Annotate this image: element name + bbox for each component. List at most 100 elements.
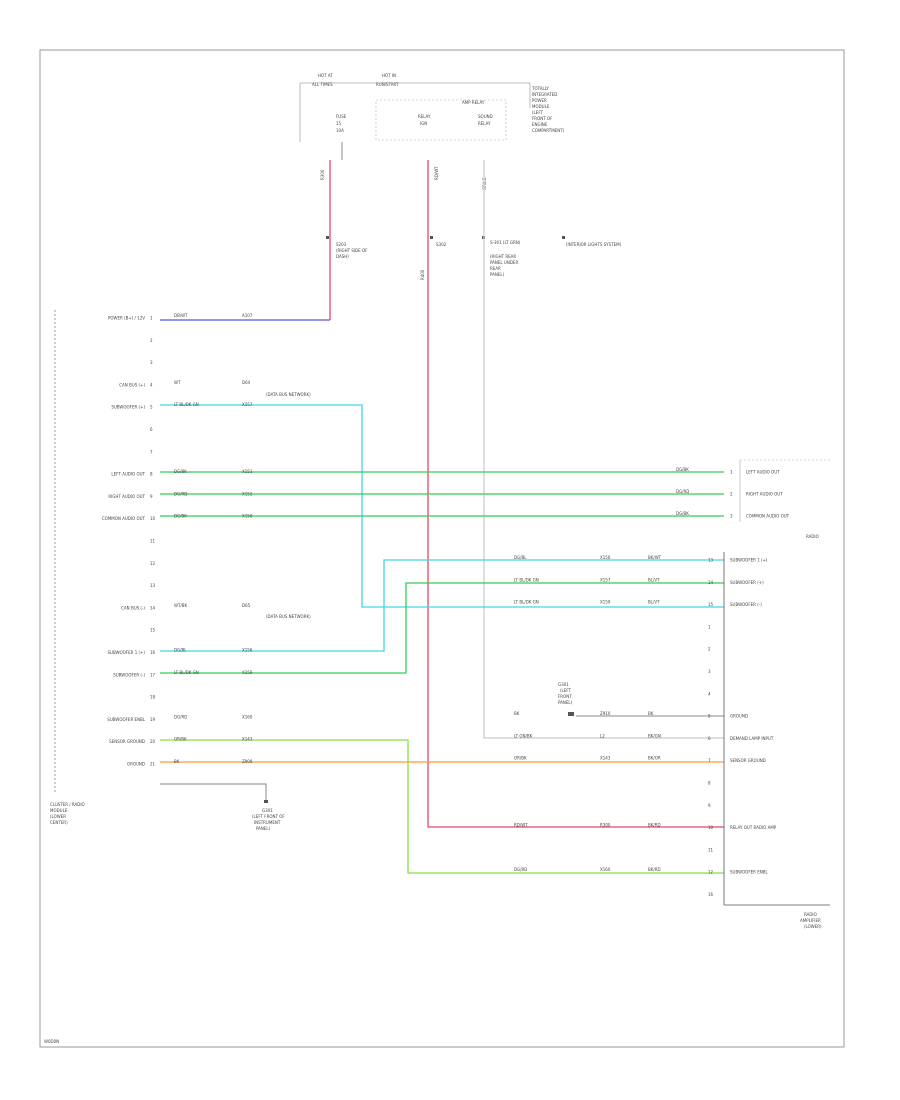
right-ground-label: (LEFT	[560, 688, 572, 693]
left-pin-code: DG/BK	[174, 514, 187, 519]
junction-title-line: (LEFT	[532, 110, 544, 115]
left-pin-label: SUBWOOFER ENBL	[107, 717, 145, 722]
right-pin-dest: BK/RD	[648, 823, 661, 828]
left-pin-number: 6	[150, 427, 153, 432]
left-pin-label: SENSOR GROUND	[109, 739, 145, 744]
wire-subwoofer-minus	[160, 582, 724, 674]
left-pin-code: DG/BK	[174, 469, 187, 474]
left-pin-code: DB/WT	[174, 313, 188, 318]
left-pin-row: 13	[150, 583, 156, 588]
left-pin-number: 3	[150, 360, 153, 365]
left-pin-code: DG/RD	[174, 714, 187, 719]
left-pin-number: 20	[150, 739, 156, 744]
left-pin-circuit: X152	[242, 491, 253, 496]
left-pin-label: GROUND	[127, 762, 145, 767]
right-pin-number: 3	[708, 669, 711, 674]
right-top-pin-number: 1	[730, 470, 733, 475]
wire-code: R300	[320, 169, 325, 180]
splice-label: (RIGHT REAR	[490, 254, 516, 259]
right-ground-label: G301	[558, 682, 569, 687]
wire-subwoofer-1	[160, 559, 724, 652]
right-module-title: RADIO	[804, 912, 817, 917]
right-pin-row: 11	[708, 847, 714, 852]
bus-note: (DATA BUS NETWORK)	[266, 392, 311, 397]
right-pin-circuit: X159	[600, 600, 611, 605]
right-pin-number: 2	[708, 647, 711, 652]
splice-label: (RIGHT SIDE OF	[336, 248, 368, 253]
right-pin-dest: BK/OR	[648, 756, 661, 761]
right-pin-code: LT BL/DK GN	[514, 577, 539, 582]
left-pin-label: COMMON AUDIO OUT	[102, 516, 146, 521]
left-pin-number: 16	[150, 650, 156, 655]
right-top-pin-label: LEFT AUDIO OUT	[746, 470, 780, 475]
top-junction-block: HOT AT ALL TIMES HOT IN RUN/START FUSE 1…	[299, 73, 622, 280]
right-top-pin-label: RIGHT AUDIO OUT	[746, 492, 783, 497]
left-pin-number: 14	[150, 605, 156, 610]
wire-relay-out-red	[427, 160, 724, 828]
right-pin-number: 11	[708, 847, 714, 852]
junction-title-line: POWER	[532, 98, 547, 103]
left-pin-label: CAN BUS (-)	[121, 605, 145, 610]
left-pin-number: 15	[150, 628, 156, 633]
left-pin-circuit: D64	[242, 380, 251, 385]
right-pin-row: 2	[708, 647, 711, 652]
right-pin-number: 16	[708, 892, 714, 897]
left-pin-circuit: X157	[242, 402, 253, 407]
splice-marker-icon	[430, 236, 433, 239]
right-pin-row: 3	[708, 669, 711, 674]
right-top-pin-code: DG/RD	[676, 489, 689, 494]
left-pin-number: 7	[150, 449, 153, 454]
fuse-detail-2: 15	[336, 121, 342, 126]
left-pin-label: CAN BUS (+)	[119, 382, 145, 387]
right-pin-number: 1	[708, 624, 711, 629]
right-pin-row: 9	[708, 803, 711, 808]
ground-label: (LEFT FRONT OF	[252, 814, 285, 819]
splice-label: PANEL)	[490, 272, 505, 277]
fuse-detail-1: FUSE	[336, 114, 347, 119]
left-module-title: MODULE	[50, 808, 68, 813]
right-pin-number: 10	[708, 825, 714, 830]
right-pin-dest: BK	[648, 711, 654, 716]
wire-code: RD/WT	[434, 166, 439, 180]
right-pin-dest: BL/VT	[648, 577, 660, 582]
wire-subwoofer-plus	[160, 404, 724, 608]
right-pin-code: LT BL/DK GN	[514, 600, 539, 605]
diagram-frame	[39, 49, 845, 1048]
right-top-pin-number: 3	[730, 514, 733, 519]
right-pin-circuit: R300	[600, 823, 611, 828]
right-pin-number: 15	[708, 602, 714, 607]
right-pin-dest: BL/VT	[648, 600, 660, 605]
right-module-title: (LOWER)	[804, 924, 822, 929]
splice-label: S302	[436, 242, 447, 247]
right-pin-code: BK	[514, 711, 520, 716]
right-pin-row: 16	[708, 892, 714, 897]
right-top-pin-label: COMMON AUDIO OUT	[746, 514, 790, 519]
left-pin-row: 18	[150, 695, 156, 700]
left-pin-row: 2	[150, 338, 153, 343]
left-pin-label: LEFT AUDIO OUT	[111, 472, 145, 477]
left-pin-number: 8	[150, 472, 153, 477]
right-ground-label: PANEL)	[558, 700, 573, 705]
right-pin-code: RD/WT	[514, 823, 528, 828]
info-label: (INTERIOR LIGHTS SYSTEM)	[566, 242, 622, 247]
splice-label: DASH)	[336, 254, 349, 259]
left-pin-number: 17	[150, 672, 156, 677]
right-pin-label: SENSOR GROUND	[730, 758, 766, 763]
fuse-detail-3: 10A	[336, 128, 344, 133]
junction-title-line: FRONT OF	[532, 116, 553, 121]
left-pin-code: OR/BK	[174, 737, 187, 742]
right-pin-circuit: L2	[600, 733, 605, 738]
